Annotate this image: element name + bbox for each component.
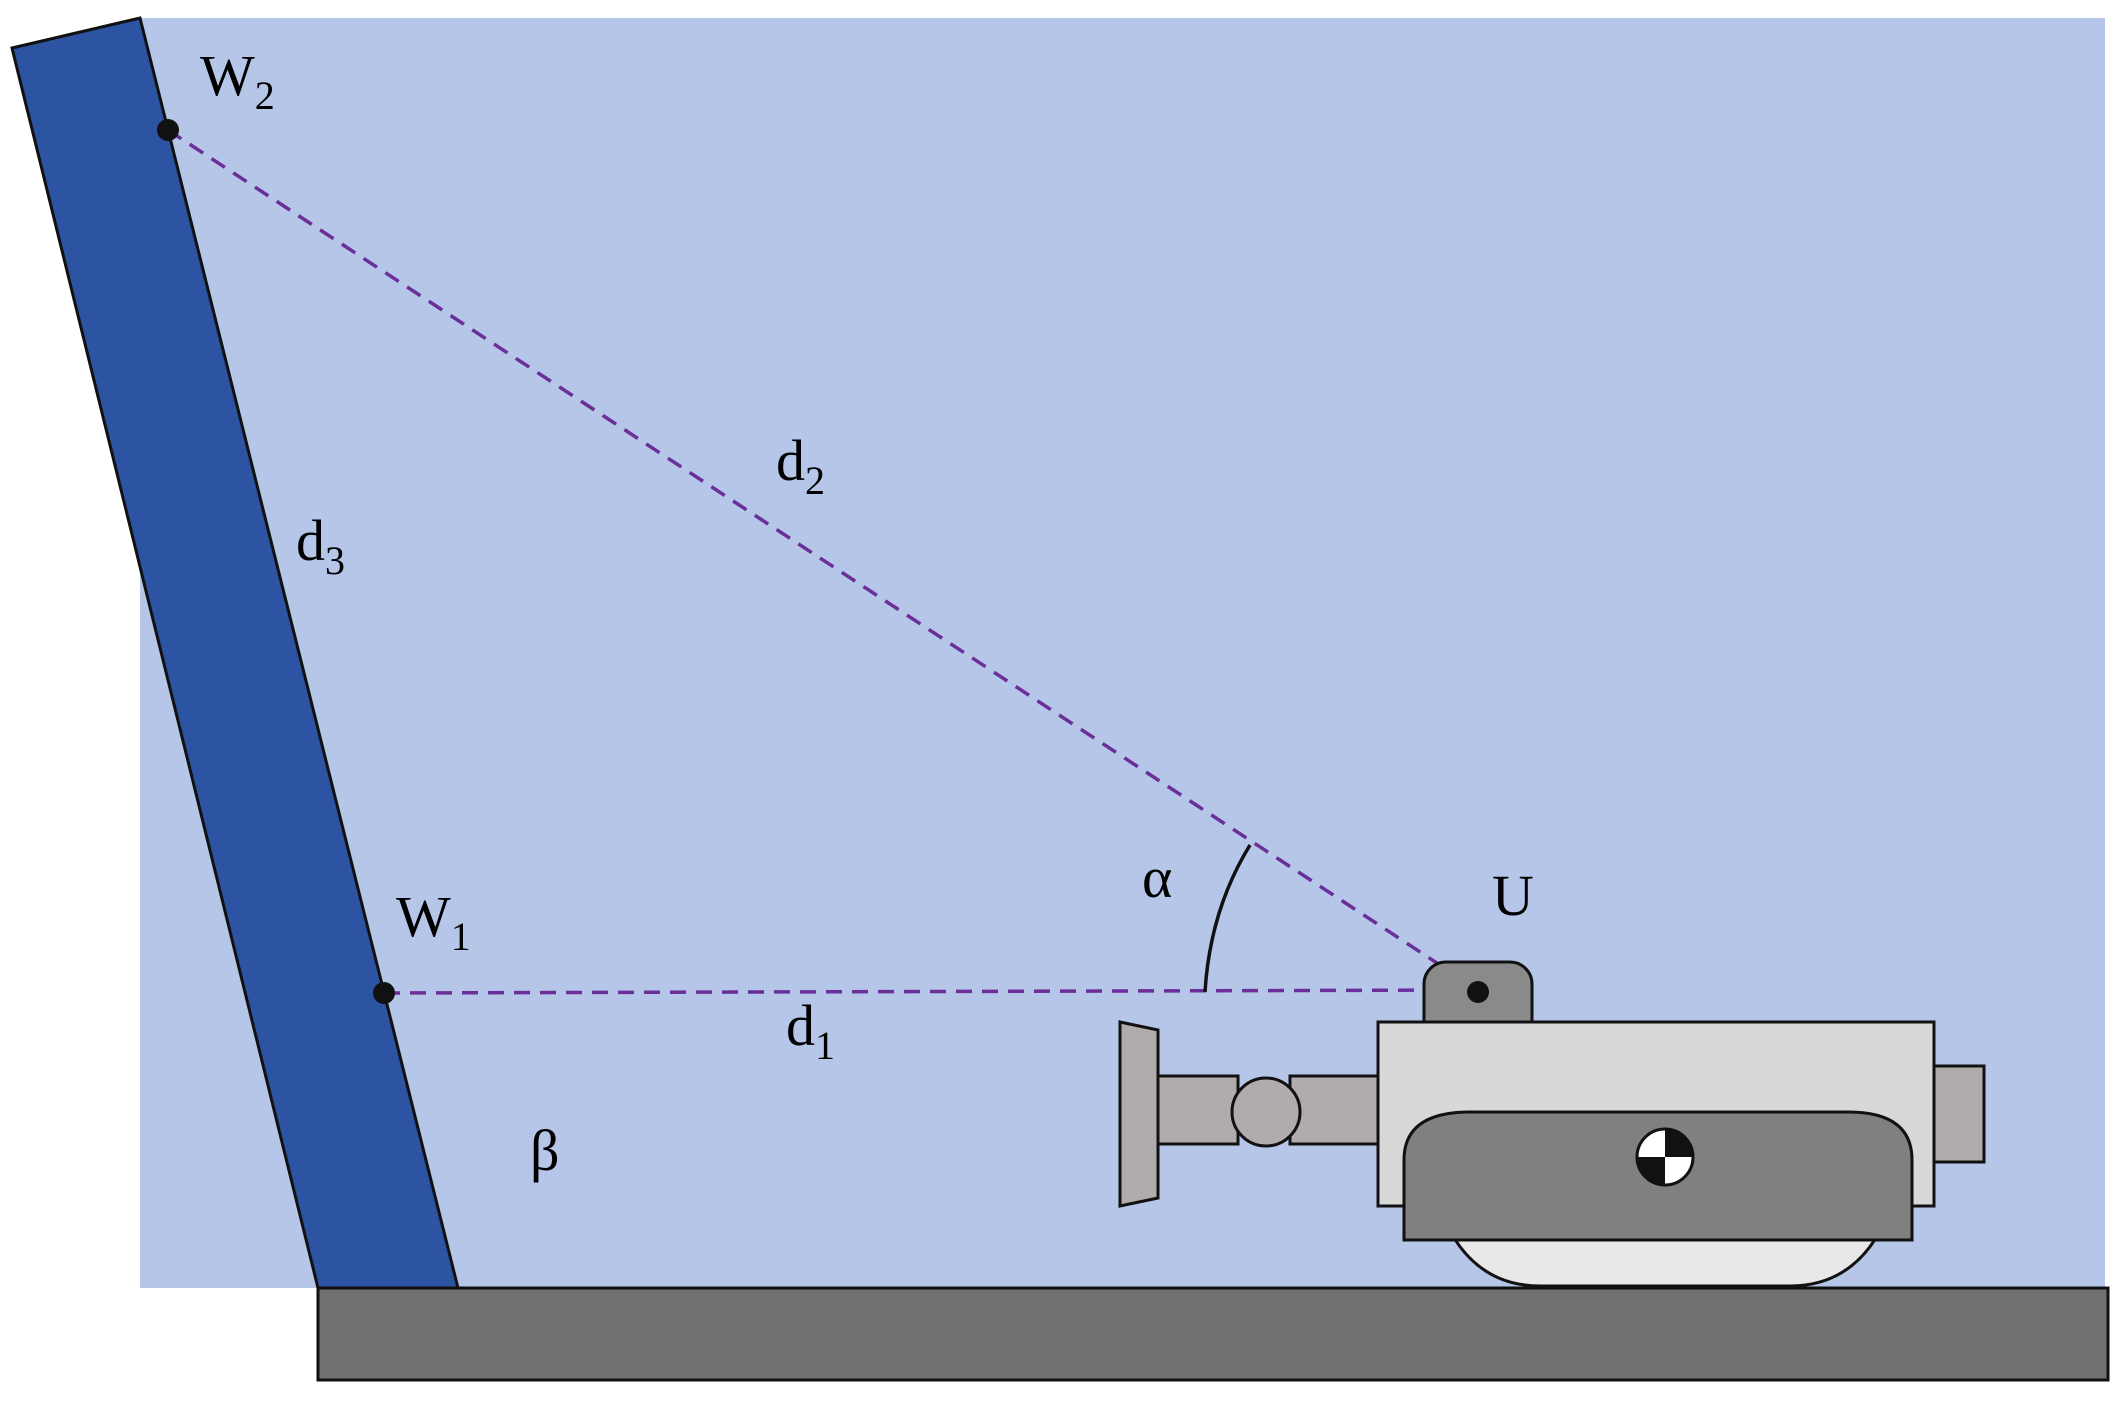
point-w2	[157, 119, 179, 141]
alpha-arc	[1203, 844, 1252, 993]
label-u: U	[1492, 863, 1534, 928]
robot-rear-block	[1932, 1064, 1986, 1164]
center-of-mass-icon	[1635, 1127, 1695, 1187]
robot	[1118, 960, 1986, 1288]
point-u	[1467, 981, 1489, 1003]
robot-arm-joint	[1230, 1076, 1302, 1148]
line-d2	[167, 128, 1479, 992]
label-d2: d2	[776, 428, 825, 503]
robot-arm-link-1	[1156, 1074, 1240, 1146]
label-beta: β	[530, 1118, 560, 1183]
label-d1: d1	[786, 993, 835, 1068]
line-d1	[383, 988, 1479, 995]
robot-end-plate	[1118, 1020, 1160, 1208]
inclined-wall	[10, 16, 460, 1290]
label-w2: W2	[200, 43, 275, 118]
ground-slab	[316, 1286, 2110, 1382]
label-d3: d3	[296, 508, 345, 583]
label-alpha: α	[1142, 845, 1172, 910]
label-w1: W1	[396, 884, 471, 959]
robot-arm-link-2	[1288, 1074, 1384, 1146]
point-w1	[373, 982, 395, 1004]
